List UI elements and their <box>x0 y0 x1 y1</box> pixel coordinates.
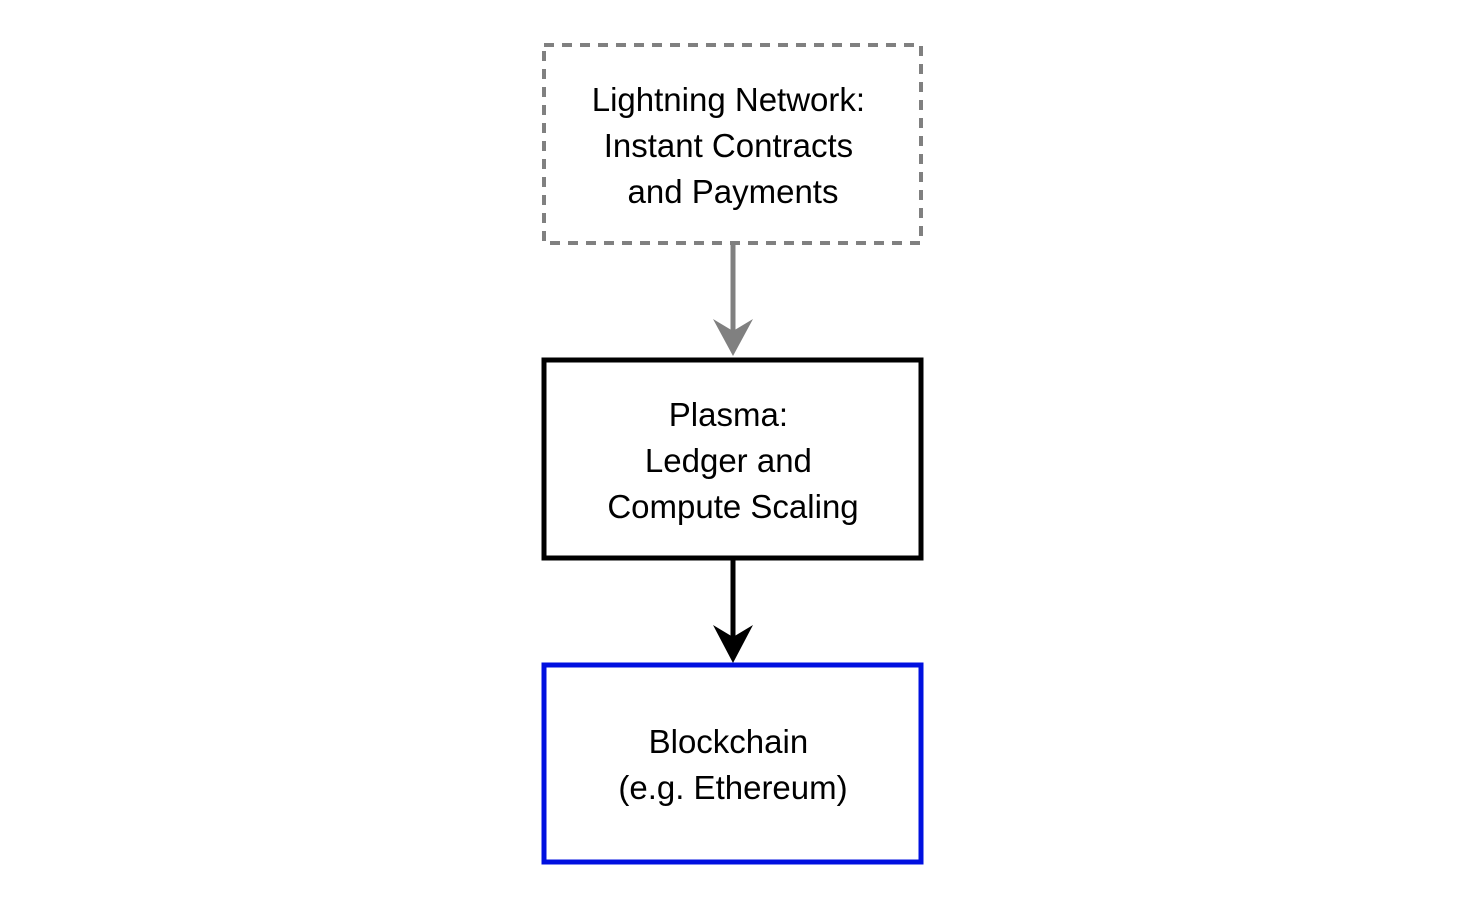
edge-plasma-to-blockchain-arrowhead <box>713 625 753 663</box>
node-plasma: Plasma: Ledger and Compute Scaling <box>541 357 924 561</box>
node-lightning-network-line-1: Lightning Network: <box>592 81 865 118</box>
edge-lightning-to-plasma-arrowhead <box>713 319 753 356</box>
node-blockchain-line-2: (e.g. Ethereum) <box>618 769 847 806</box>
node-blockchain: Blockchain (e.g. Ethereum) <box>541 662 924 865</box>
node-plasma-label: Plasma: Ledger and Compute Scaling <box>607 396 858 525</box>
node-plasma-line-1: Plasma: <box>669 396 788 433</box>
node-plasma-box <box>541 357 924 561</box>
node-lightning-network-box <box>542 43 923 245</box>
node-lightning-network: Lightning Network: Instant Contracts and… <box>542 43 923 245</box>
node-plasma-line-2: Ledger and <box>645 442 812 479</box>
node-blockchain-box <box>541 662 924 865</box>
node-plasma-line-3: Compute Scaling <box>607 488 858 525</box>
edge-plasma-to-blockchain <box>713 558 753 663</box>
node-lightning-network-line-2: Instant Contracts <box>604 127 853 164</box>
node-lightning-network-label: Lightning Network: Instant Contracts and… <box>592 81 875 210</box>
node-blockchain-line-1: Blockchain <box>649 723 809 760</box>
node-blockchain-label: Blockchain (e.g. Ethereum) <box>618 723 847 806</box>
edge-lightning-to-plasma <box>713 243 753 356</box>
node-lightning-network-line-3: and Payments <box>628 173 839 210</box>
